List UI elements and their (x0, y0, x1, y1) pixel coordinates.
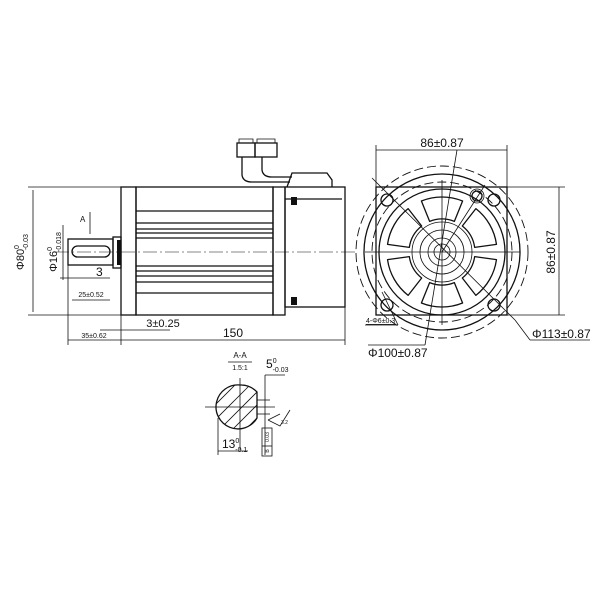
tolerance-frame (261, 427, 273, 457)
roughness-symbol (267, 409, 291, 427)
shaft-diameter-label: Φ160-0.018 (47, 232, 63, 272)
key-width-label: 50-0.03 (266, 357, 289, 374)
section-scale: 1.5:1 (232, 365, 248, 372)
ventilation-window (461, 208, 498, 249)
ventilation-windows (386, 196, 498, 308)
key-offset-label: 3 (96, 265, 103, 279)
shaft-section (215, 384, 258, 430)
front-view: 86±0.87 86±0.87 4-Φ6±0.3 Φ100±0.87 Φ113±… (355, 136, 591, 360)
ventilation-window (420, 196, 464, 223)
cable-connectors (236, 138, 292, 183)
shaft (67, 238, 114, 266)
flange-thickness-label: 3±0.25 (146, 318, 180, 330)
rear-cap (272, 186, 286, 316)
ventilation-window (461, 255, 498, 296)
key-depth-label: 130-0.1 (222, 437, 247, 454)
ventilation-window (420, 281, 464, 308)
tolerance-value: 0.03 (265, 432, 271, 442)
flange-square (375, 186, 508, 316)
holes-label: 4-Φ6±0.3 (366, 318, 395, 325)
encoder-housing (284, 186, 346, 308)
cooling-fins (136, 210, 273, 294)
shaft-length-label: 35±0.62 (81, 333, 106, 340)
keyway (71, 245, 111, 258)
motor-body (135, 186, 274, 316)
screw-icon (291, 197, 297, 205)
pilot-diameter-label: Φ100±0.87 (368, 346, 428, 360)
front-flange (120, 186, 137, 316)
section-view: A-A 1.5:1 50-0.03 130-0.1 3.2 0.03 B (205, 351, 291, 457)
section-marker: A (80, 215, 86, 224)
body-diameter-label: Φ800-0.03 (14, 234, 30, 270)
side-view: Φ800-0.03 Φ160-0.018 A 3 25±0.52 35±0.62… (14, 138, 355, 345)
bolt-circle-label: Φ113±0.87 (532, 327, 591, 341)
mounting-holes (380, 188, 501, 312)
datum-label: B (265, 449, 271, 453)
roughness-label: 3.2 (281, 420, 288, 426)
height-label: 86±0.87 (544, 230, 558, 274)
ventilation-window (386, 208, 423, 249)
keyway-length-label: 25±0.52 (78, 292, 103, 299)
connector-box (286, 172, 333, 188)
width-label: 86±0.87 (420, 136, 464, 150)
section-title: A-A (233, 351, 247, 360)
ventilation-window (386, 255, 423, 296)
hatching (216, 384, 257, 429)
screw-icon (291, 297, 297, 305)
body-length-label: 150 (223, 326, 243, 340)
